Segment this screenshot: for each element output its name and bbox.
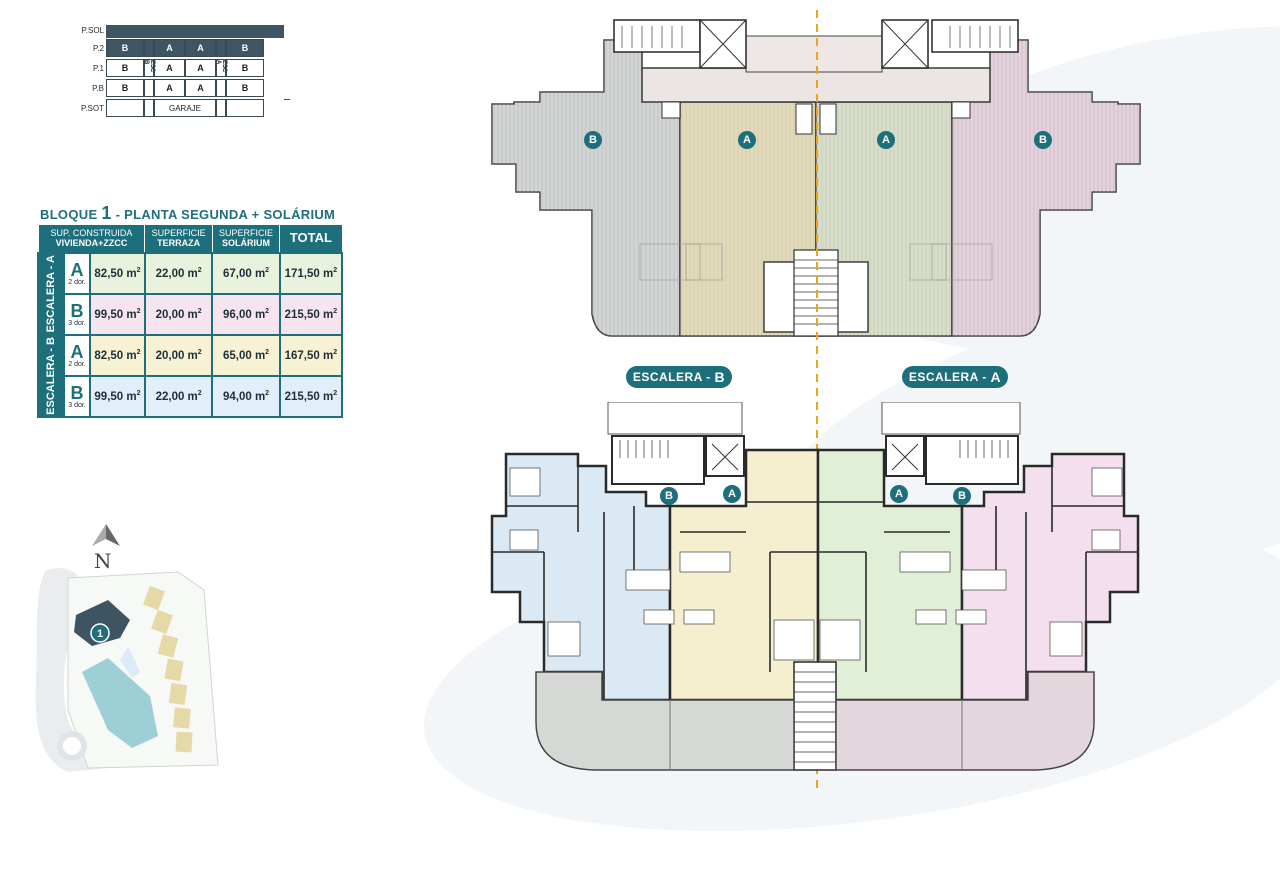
key-plan-cell: A [154, 39, 185, 57]
unit-badge: B [1034, 131, 1052, 149]
unit-badge: A [738, 131, 756, 149]
header-total: TOTAL [279, 223, 343, 254]
title-prefix: BLOQUE [40, 207, 98, 222]
areas-table-title: BLOQUE 1 - PLANTA SEGUNDA + SOLÁRIUM [40, 203, 335, 224]
north-label: N [94, 549, 112, 573]
key-plan-row-p2: B A A B [106, 39, 264, 57]
key-plan-cell: B [106, 39, 144, 57]
total-value: 167,50 m2 [278, 333, 344, 377]
total-value: 171,50 m2 [278, 251, 344, 295]
total-value: 215,50 m2 [278, 374, 344, 418]
stair-tag-a: ESCALERA - A [902, 366, 1008, 388]
level-label: P.SOT [81, 104, 104, 113]
key-plan-cell: A [154, 79, 185, 97]
key-plan-stair-label: ESC A [215, 59, 227, 77]
key-plan: P.SOL P.2 P.1 P.B P.SOT B A A B B ESC B … [70, 22, 290, 122]
vivienda-value: 82,50 m2 [89, 251, 146, 295]
vivienda-value: 99,50 m2 [89, 292, 146, 336]
key-plan-cell: B [106, 59, 144, 77]
key-plan-cell: A [185, 59, 216, 77]
vivienda-value: 82,50 m2 [89, 333, 146, 377]
level-label: P.B [92, 84, 104, 93]
unit-badge: A [723, 485, 741, 503]
north-arrow-icon [92, 524, 120, 546]
solarium-value: 94,00 m2 [211, 374, 281, 418]
stair-label: ESCALERA - B [37, 333, 65, 418]
key-plan-stair [144, 39, 154, 57]
solarium-value: 65,00 m2 [211, 333, 281, 377]
terraza-value: 20,00 m2 [143, 292, 214, 336]
key-plan-stair [216, 99, 226, 117]
unit-badge: B [660, 487, 678, 505]
key-plan-cell: A [154, 59, 185, 77]
solarium-level-bar [106, 25, 284, 38]
stair-label: ESCALERA - A [37, 251, 65, 336]
ground-line [284, 99, 290, 100]
vivienda-value: 99,50 m2 [89, 374, 146, 418]
key-plan-cell: B [226, 39, 264, 57]
block-number: 1 [101, 203, 112, 223]
unit-badge: A [877, 131, 895, 149]
key-plan-cell [226, 99, 264, 117]
level-label: P.2 [93, 44, 104, 53]
solarium-value: 96,00 m2 [211, 292, 281, 336]
title-suffix: - PLANTA SEGUNDA + SOLÁRIUM [115, 207, 336, 222]
key-plan-row-pb: B A A B [106, 79, 264, 97]
key-plan-cell [106, 99, 144, 117]
second-floor-plan [490, 402, 1140, 771]
garage-label: GARAJE [154, 99, 216, 117]
total-value: 215,50 m2 [278, 292, 344, 336]
site-block-label: 1 [97, 628, 103, 640]
key-plan-cell: B [226, 59, 264, 77]
level-label: P.SOL [81, 26, 104, 35]
unit-badge: B [953, 487, 971, 505]
key-plan-cell: B [106, 79, 144, 97]
site-plan: 1 [35, 568, 219, 772]
terraza-value: 22,00 m2 [143, 251, 214, 295]
key-plan-row-psot: GARAJE [106, 99, 264, 117]
key-plan-stair [144, 99, 154, 117]
key-plan-stair-label: ESC B [143, 59, 155, 77]
stair-tag-b: ESCALERA - B [626, 366, 732, 388]
key-plan-cell: A [185, 79, 216, 97]
level-label: P.1 [93, 64, 104, 73]
terraza-value: 22,00 m2 [143, 374, 214, 418]
key-plan-row-p1: B ESC B A A ESC A B [106, 59, 264, 77]
terraza-value: 20,00 m2 [143, 333, 214, 377]
unit-badge: B [584, 131, 602, 149]
key-plan-cell: A [185, 39, 216, 57]
key-plan-cell: B [226, 79, 264, 97]
key-plan-stair [144, 79, 154, 97]
unit-badge: A [890, 485, 908, 503]
key-plan-stair [216, 39, 226, 57]
solarium-value: 67,00 m2 [211, 251, 281, 295]
key-plan-stair [216, 79, 226, 97]
